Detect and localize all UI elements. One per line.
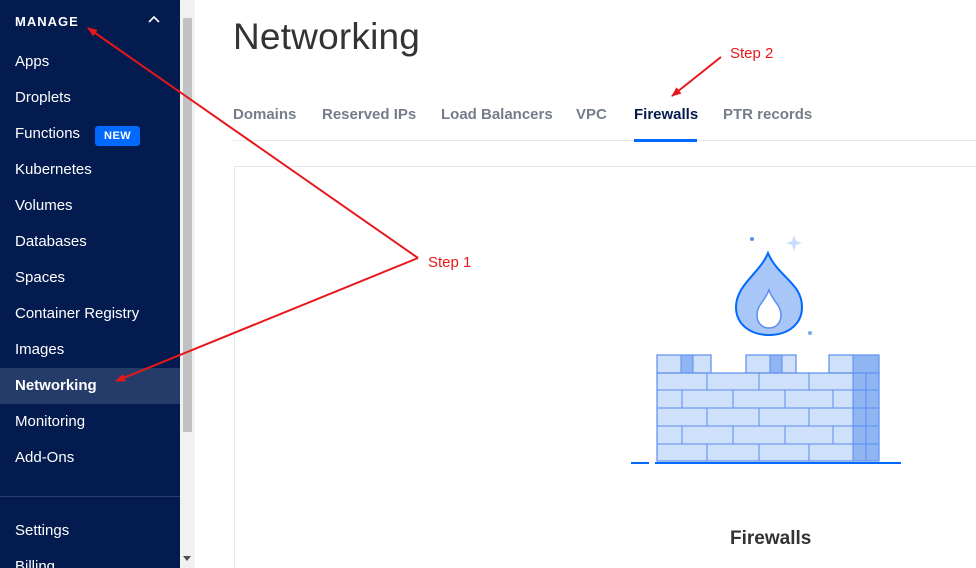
chevron-up-icon[interactable] — [146, 12, 162, 28]
sidebar-item-label: Functions — [15, 125, 81, 142]
sidebar-item-container-registry[interactable]: Container Registry — [0, 296, 180, 332]
tab-firewalls[interactable]: Firewalls — [634, 106, 699, 123]
sidebar-item-label: Droplets — [15, 89, 71, 106]
sidebar-item-label: Volumes — [15, 197, 73, 214]
sidebar-item-label: Kubernetes — [15, 161, 92, 178]
page-title: Networking — [233, 16, 421, 57]
sidebar-item-kubernetes[interactable]: Kubernetes — [0, 152, 180, 188]
empty-state-title: Firewalls — [730, 528, 812, 549]
active-tab-indicator — [634, 139, 697, 142]
sidebar-item-billing[interactable]: Billing — [0, 549, 180, 568]
scroll-down-arrow-icon[interactable] — [183, 556, 191, 561]
sidebar: MANAGE Apps Droplets Functions NEW Kuber… — [0, 0, 180, 568]
sidebar-item-monitoring[interactable]: Monitoring — [0, 404, 180, 440]
sidebar-item-label: Networking — [15, 377, 97, 394]
sidebar-item-label: Add-Ons — [15, 449, 75, 466]
sidebar-item-add-ons[interactable]: Add-Ons — [0, 440, 180, 476]
sidebar-item-settings[interactable]: Settings — [0, 513, 180, 549]
sidebar-item-label: Container Registry — [15, 305, 140, 322]
scrollbar-thumb[interactable] — [183, 18, 192, 432]
sidebar-item-label: Monitoring — [15, 413, 86, 430]
sidebar-section-manage[interactable]: MANAGE — [0, 0, 180, 44]
sidebar-item-databases[interactable]: Databases — [0, 224, 180, 260]
sidebar-item-apps[interactable]: Apps — [0, 44, 180, 80]
tab-domains[interactable]: Domains — [233, 106, 297, 123]
sidebar-item-label: Images — [15, 341, 65, 358]
sidebar-item-label: Apps — [15, 53, 50, 70]
sidebar-item-spaces[interactable]: Spaces — [0, 260, 180, 296]
firewall-illustration-icon — [631, 235, 901, 464]
sidebar-item-label: Spaces — [15, 269, 66, 286]
sidebar-item-label: Billing — [15, 558, 56, 568]
tab-load-balancers[interactable]: Load Balancers — [441, 106, 553, 123]
sidebar-item-images[interactable]: Images — [0, 332, 180, 368]
sidebar-item-functions[interactable]: Functions NEW — [0, 116, 180, 152]
tab-reserved-ips[interactable]: Reserved IPs — [322, 106, 417, 123]
tab-ptr-records[interactable]: PTR records — [723, 106, 813, 123]
tabs-divider — [233, 140, 976, 141]
sidebar-item-droplets[interactable]: Droplets — [0, 80, 180, 116]
sidebar-item-networking[interactable]: Networking — [0, 368, 180, 404]
sidebar-section-label: MANAGE — [15, 14, 79, 29]
step-1-annotation: Step 1 — [428, 254, 472, 271]
sidebar-item-label: Databases — [15, 233, 87, 250]
sidebar-scrollbar[interactable] — [180, 0, 195, 568]
step-2-annotation: Step 2 — [730, 45, 774, 62]
tab-vpc[interactable]: VPC — [576, 106, 607, 123]
sidebar-divider — [0, 496, 180, 497]
sidebar-item-volumes[interactable]: Volumes — [0, 188, 180, 224]
sidebar-item-label: Settings — [15, 522, 70, 539]
new-badge: NEW — [95, 126, 141, 146]
